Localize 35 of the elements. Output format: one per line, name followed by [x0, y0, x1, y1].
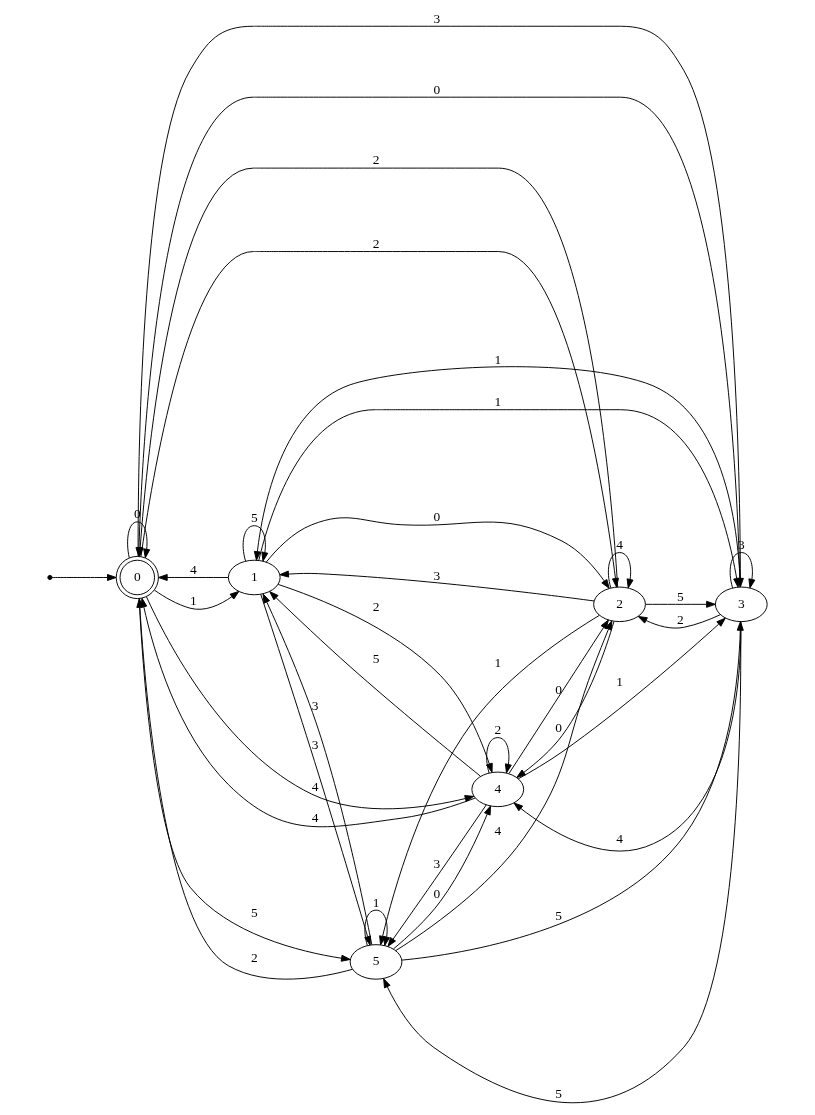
edge-label: 4	[311, 778, 319, 794]
edge-label: 5	[372, 651, 380, 666]
edge-label: 1	[494, 394, 502, 410]
edge-label: 2	[494, 721, 502, 737]
edge-label: 5	[250, 905, 258, 921]
edge-label: 2	[372, 599, 380, 615]
edge-label: 0	[433, 509, 441, 525]
edge-label: 2	[372, 152, 380, 168]
edge-label: 2	[677, 611, 684, 627]
edge-label: 2	[250, 950, 258, 966]
edge-label: 3	[737, 536, 745, 552]
edge-label: 2	[372, 235, 380, 251]
edge-label: 0	[433, 885, 441, 901]
edge-label: 3	[433, 856, 441, 872]
edge-label: 4	[311, 810, 319, 826]
edge-label: 4	[190, 561, 197, 577]
edge-label: 1	[494, 654, 502, 670]
edge-label: 3	[433, 10, 441, 26]
edge-label: 5	[250, 510, 258, 526]
edge-label: 1	[372, 894, 380, 910]
edge-label: 0	[555, 681, 562, 697]
edge-label: 3	[311, 697, 319, 713]
edge-label: 3	[433, 567, 441, 583]
edge-label: 4	[494, 822, 502, 838]
edge-label: 3	[311, 737, 319, 753]
edge-label: 4	[616, 831, 623, 847]
edge-label: 4	[616, 536, 623, 552]
edge-label: 0	[433, 81, 441, 97]
edge-label: 5	[555, 907, 562, 923]
edge-label: 1	[494, 351, 502, 367]
edge-label: 1	[616, 674, 623, 690]
edge-label: 0	[555, 720, 562, 736]
edge-label: 5	[555, 1086, 562, 1102]
edge-label: 5	[677, 588, 684, 604]
edge-label: 1	[190, 592, 197, 608]
